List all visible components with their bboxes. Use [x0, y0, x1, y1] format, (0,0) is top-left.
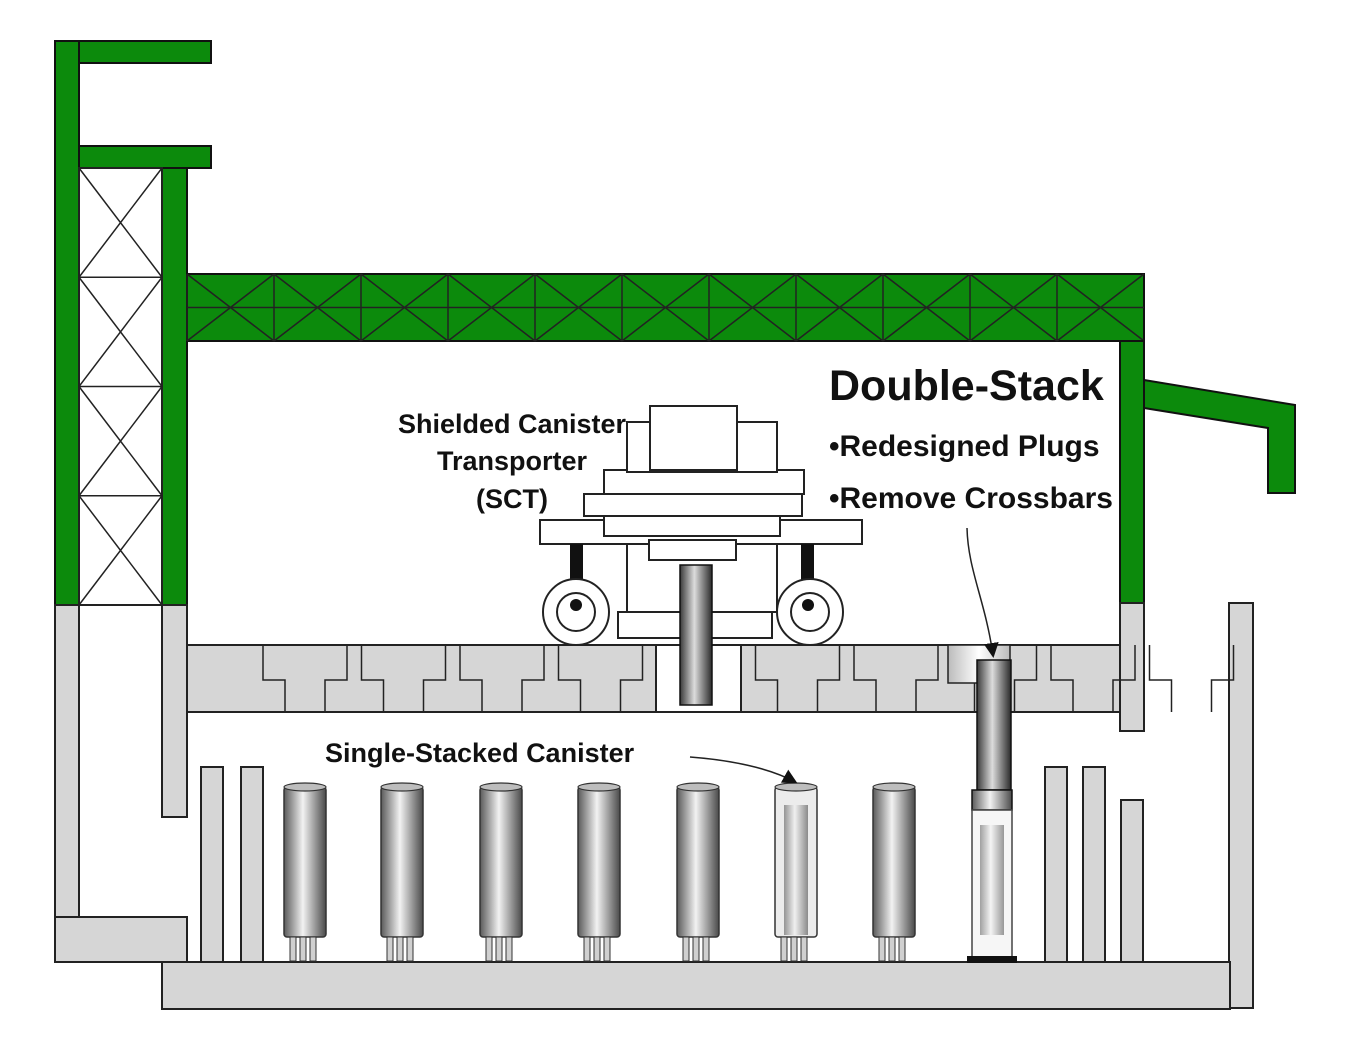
canister-leg — [898, 936, 906, 962]
canister-leg — [682, 936, 690, 962]
single-stacked-label: Single-Stacked Canister — [325, 738, 635, 768]
canister-leg — [406, 936, 414, 962]
canister-leg — [603, 936, 611, 962]
sct-left-wheel — [542, 544, 610, 646]
canister — [283, 782, 327, 962]
canister-leg — [878, 936, 886, 962]
canister-top — [676, 782, 720, 792]
canister-leg — [790, 936, 798, 962]
canister-body — [872, 786, 916, 938]
canister — [676, 782, 720, 962]
right-wall — [1119, 340, 1296, 604]
tower-truss-diagonal — [78, 495, 163, 606]
tower-truss-diagonal — [78, 167, 163, 278]
canister-leg — [495, 936, 503, 962]
floor-plug — [853, 645, 939, 712]
canister-top — [872, 782, 916, 792]
canister-leg — [309, 936, 317, 962]
double-stack-bullet-1: •Redesigned Plugs — [829, 430, 1100, 463]
canister-leg — [702, 936, 710, 962]
tower-truss-diagonal — [78, 386, 163, 497]
canister-body — [577, 786, 621, 938]
canister-leg — [386, 936, 394, 962]
double-stack-bullet-2: •Remove Crossbars — [829, 482, 1113, 515]
canister-inner — [784, 805, 808, 935]
canister-body — [283, 786, 327, 938]
floor-plug — [360, 645, 447, 712]
sct-label-line2: Transporter — [437, 446, 588, 476]
sct-right-wheel — [776, 544, 844, 646]
single-stacked-canisters — [283, 782, 916, 962]
floor-plug — [754, 645, 841, 712]
canister-leg — [800, 936, 808, 962]
canister-body — [380, 786, 424, 938]
canister-leg — [780, 936, 788, 962]
single-stack-arrow — [689, 756, 798, 784]
left-tower — [54, 40, 212, 606]
canister-leg — [583, 936, 591, 962]
floor-plug — [459, 645, 545, 712]
canister — [774, 782, 818, 962]
sct-label-line1: Shielded Canister — [398, 409, 627, 439]
canister-leg — [692, 936, 700, 962]
shielded-canister-transporter — [539, 405, 863, 713]
roof-truss — [186, 273, 1145, 342]
floor-plug — [262, 645, 348, 712]
canister-top — [577, 782, 621, 792]
canister-body — [479, 786, 523, 938]
double-stack-title: Double-Stack — [829, 362, 1104, 410]
canister-leg — [289, 936, 297, 962]
canister-leg — [593, 936, 601, 962]
canister — [380, 782, 424, 962]
floor-plug — [1148, 645, 1235, 712]
tower-truss-diagonal — [78, 276, 163, 387]
floor-plug — [1050, 645, 1136, 712]
canister-top — [479, 782, 523, 792]
canister-leg — [485, 936, 493, 962]
concrete-structure — [54, 602, 1254, 1010]
floor-plug — [557, 645, 644, 712]
canister-leg — [505, 936, 513, 962]
sct-label-line3: (SCT) — [476, 484, 548, 514]
canister-top — [774, 782, 818, 792]
canister — [577, 782, 621, 962]
canister-top — [380, 782, 424, 792]
double-stack-arrow — [966, 527, 999, 658]
canister-leg — [888, 936, 896, 962]
double-stack-canister — [947, 644, 1017, 963]
canister-top — [283, 782, 327, 792]
canister-body — [676, 786, 720, 938]
canister — [479, 782, 523, 962]
canister-leg — [396, 936, 404, 962]
canister — [872, 782, 916, 962]
canister-leg — [299, 936, 307, 962]
